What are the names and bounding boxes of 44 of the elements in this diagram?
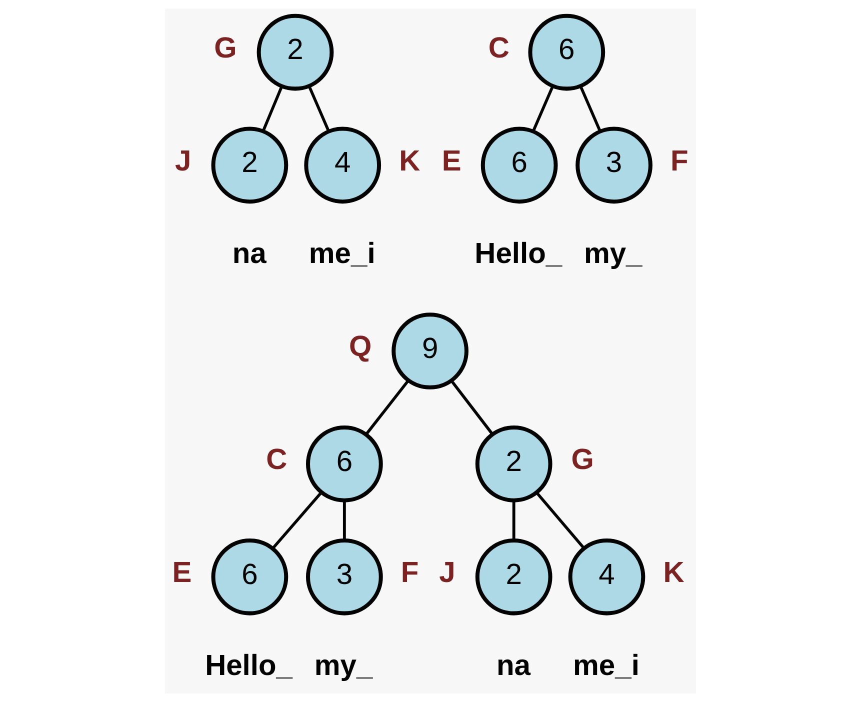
node-label: G — [214, 32, 236, 64]
node-label: F — [400, 556, 418, 589]
node-circle: 6 — [210, 538, 288, 616]
node-circle: 4 — [568, 538, 645, 616]
node-label: na — [496, 650, 530, 682]
node-circle: 2 — [474, 538, 552, 616]
node-circle: 6 — [306, 426, 382, 502]
connector — [364, 380, 410, 436]
connector — [307, 86, 330, 132]
node-label: C — [488, 32, 509, 64]
connector — [535, 492, 585, 550]
node-circle: 2 — [256, 14, 334, 91]
node-label: E — [441, 145, 461, 178]
node-label: G — [570, 444, 594, 476]
node-label: J — [438, 556, 455, 589]
node-circle: 9 — [391, 312, 468, 390]
node-label: Hello_ — [204, 650, 292, 682]
node-label: J — [174, 145, 191, 178]
node-label: E — [172, 556, 192, 589]
node-label: me_i — [308, 238, 375, 270]
connector — [342, 500, 346, 540]
node-circle: 3 — [306, 538, 382, 616]
node-circle: 3 — [575, 126, 652, 204]
node-label: F — [670, 145, 688, 178]
connector — [532, 86, 554, 132]
node-circle: 2 — [474, 426, 552, 502]
node-label: K — [398, 145, 420, 178]
node-label: C — [266, 444, 287, 476]
node-circle: 6 — [480, 126, 558, 204]
connector — [261, 86, 283, 132]
connector — [450, 380, 493, 435]
connector — [512, 500, 515, 540]
node-label: Hello_ — [474, 238, 562, 270]
node-circle: 2 — [210, 126, 288, 204]
node-circle: 4 — [304, 126, 381, 204]
node-label: na — [232, 238, 266, 270]
connector — [271, 492, 322, 550]
node-label: K — [662, 556, 684, 589]
node-label: Q — [348, 331, 372, 364]
node-label: my_ — [583, 238, 642, 270]
node-label: me_i — [572, 650, 639, 682]
node-circle: 6 — [528, 14, 605, 91]
connector — [578, 86, 601, 132]
node-label: my_ — [314, 650, 372, 682]
